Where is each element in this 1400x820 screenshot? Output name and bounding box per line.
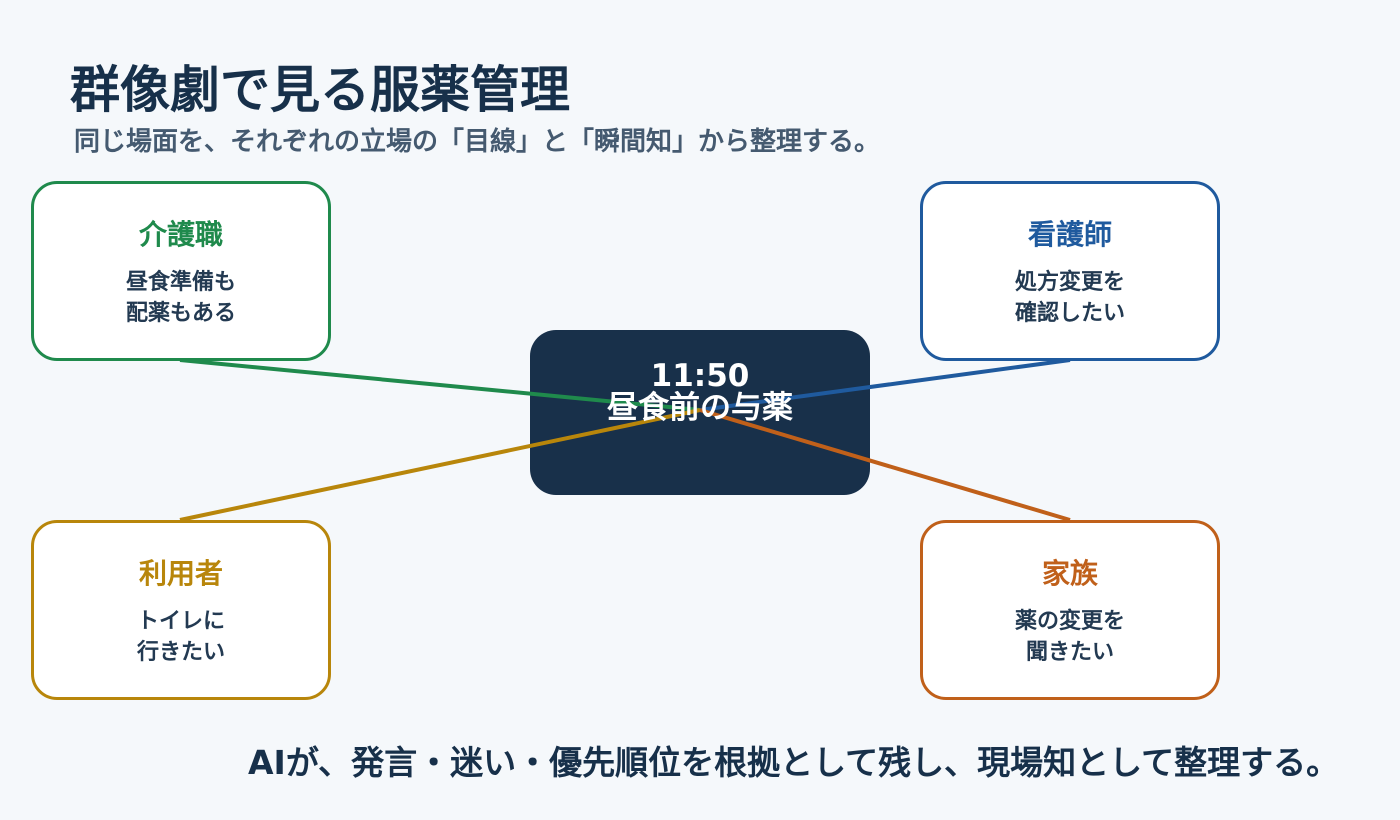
center-event: 昼食前の与薬 [607, 390, 793, 426]
actor-card-user: 利用者 トイレに 行きたい [31, 520, 331, 700]
need-line: 処方変更を [1014, 270, 1125, 295]
actor-need-nurse: 処方変更を 確認したい [923, 267, 1217, 329]
actor-role-user: 利用者 [138, 557, 223, 590]
actor-card-caregiver: 介護職 昼食準備も 配薬もある [31, 181, 331, 361]
need-line: 確認したい [1014, 301, 1125, 326]
center-scene-label: 11:50 昼食前の与薬 [530, 360, 870, 424]
footer-summary: AIが、発言・迷い・優先順位を根拠として残し、現場知として整理する。 [248, 743, 1340, 782]
center-scene-box [530, 330, 870, 495]
actor-need-user: トイレに 行きたい [34, 606, 328, 668]
actor-role-nurse: 看護師 [1027, 218, 1112, 251]
need-line: 昼食準備も [125, 270, 236, 295]
actor-need-family: 薬の変更を 聞きたい [923, 606, 1217, 668]
actor-card-family: 家族 薬の変更を 聞きたい [920, 520, 1220, 700]
need-line: 行きたい [136, 640, 225, 665]
need-line: トイレに [136, 609, 225, 634]
actor-card-nurse: 看護師 処方変更を 確認したい [920, 181, 1220, 361]
connector-caregiver [179, 358, 701, 412]
need-line: 配薬もある [125, 301, 236, 326]
actor-role-caregiver: 介護職 [138, 218, 223, 251]
page-subtitle: 同じ場面を、それぞれの立場の「目線」と「瞬間知」から整理する。 [74, 127, 881, 157]
actor-need-caregiver: 昼食準備も 配薬もある [34, 267, 328, 329]
page-title: 群像劇で見る服薬管理 [70, 61, 570, 119]
connector-nurse [699, 358, 1071, 412]
need-line: 聞きたい [1025, 640, 1114, 665]
center-time: 11:50 [650, 358, 750, 394]
connector-family [699, 408, 1071, 522]
connector-user [179, 408, 701, 522]
need-line: 薬の変更を [1014, 609, 1125, 634]
actor-role-family: 家族 [1041, 557, 1098, 590]
